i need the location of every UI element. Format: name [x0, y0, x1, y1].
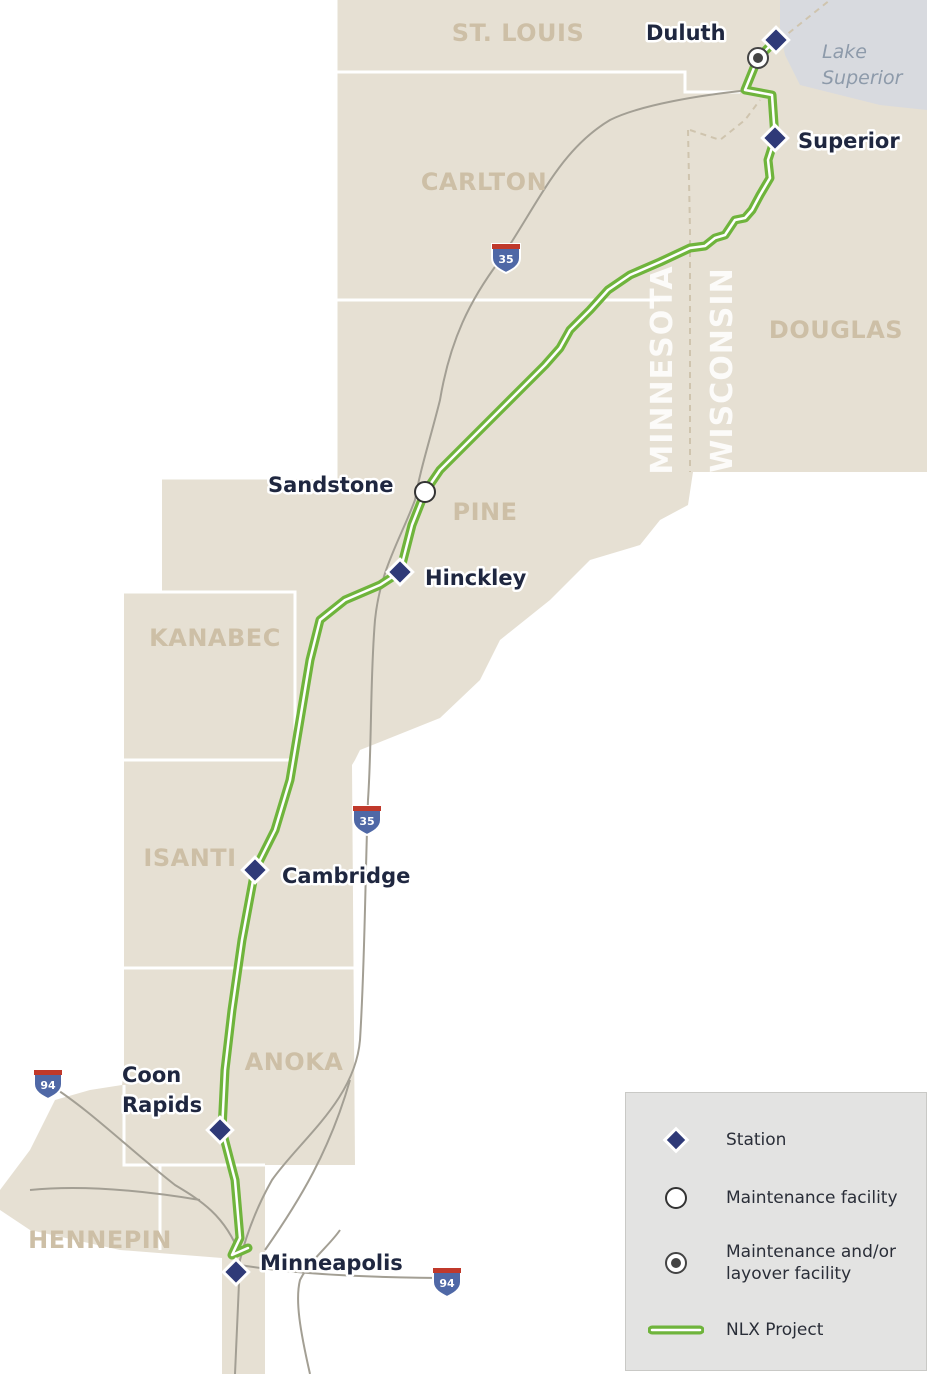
local-road-c [29, 1187, 201, 1201]
i35-south-shield-icon: 35 [352, 805, 382, 837]
legend-label-maintenance: Maintenance facility [726, 1188, 898, 1208]
sandstone-maintenance-facility-icon [414, 481, 436, 503]
lake-label-line1: Lake [822, 41, 867, 63]
city-label-cambridge: Cambridge [282, 864, 410, 888]
i35-north-shield-icon: 35 [491, 243, 521, 275]
duluth-layover-facility-icon [747, 47, 769, 69]
local-road-a [264, 1079, 351, 1251]
hinckley-station-diamond-icon [385, 557, 415, 587]
legend-item-layover: Maintenance and/or layover facility [626, 1241, 926, 1285]
nlx-route-line-icon [626, 1322, 726, 1338]
county-label-anoka: ANOKA [245, 1048, 344, 1076]
city-label-superior: Superior [798, 129, 900, 153]
i35-north-number: 35 [498, 253, 513, 266]
lake-label-line2: Superior [822, 67, 904, 89]
superior-station-diamond-icon [760, 123, 790, 153]
legend-label-layover: Maintenance and/or layover facility [726, 1242, 896, 1284]
i94-east-number: 94 [439, 1277, 455, 1290]
i35-south-number: 35 [359, 815, 374, 828]
county-label-st-louis: ST. LOUIS [452, 19, 585, 47]
legend-item-maintenance: Maintenance facility [626, 1183, 926, 1213]
legend-label-station: Station [726, 1130, 787, 1150]
station-diamond-icon [626, 1125, 726, 1155]
minneapolis-station-diamond-icon [221, 1257, 251, 1287]
county-label-isanti: ISANTI [143, 844, 236, 872]
city-label-hinckley: Hinckley [425, 566, 527, 590]
state-boundary [687, 0, 831, 472]
map-legend: Station Maintenance facility Maintenance… [625, 1092, 927, 1371]
legend-item-nlx: NLX Project [626, 1319, 926, 1341]
county-label-douglas: DOUGLAS [769, 316, 903, 344]
state-label-wisconsin: WISCONSIN [705, 267, 740, 472]
duluth-station-diamond-icon [761, 25, 791, 55]
state-label-minnesota: MINNESOTA [645, 265, 680, 474]
county-label-hennepin: HENNEPIN [28, 1226, 172, 1254]
i35-road [234, 89, 751, 1374]
maintenance-circle-icon [626, 1183, 726, 1213]
highways [29, 89, 751, 1374]
layover-circle-icon [626, 1248, 726, 1278]
legend-item-station: Station [626, 1125, 926, 1155]
city-label-coon-rapids-line1: Coon [122, 1063, 181, 1087]
i94-west-number: 94 [40, 1079, 56, 1092]
county-label-kanabec: KANABEC [149, 624, 281, 652]
i94-east-road [239, 1264, 461, 1279]
coon-rapids-station-diamond-icon [205, 1115, 235, 1145]
cambridge-station-diamond-icon [240, 855, 270, 885]
city-label-coon-rapids-line2: Rapids [122, 1093, 202, 1117]
legend-label-nlx: NLX Project [726, 1320, 824, 1340]
city-label-minneapolis: Minneapolis [260, 1251, 403, 1275]
county-label-pine: PINE [453, 498, 518, 526]
i94-east-shield-icon: 94 [432, 1267, 462, 1299]
city-label-duluth: Duluth [646, 21, 726, 45]
i94-west-shield-icon: 94 [33, 1069, 63, 1101]
county-label-carlton: CARLTON [421, 168, 547, 196]
county-boundaries [122, 0, 740, 1250]
city-label-sandstone: Sandstone [268, 473, 393, 497]
nlx-route [217, 35, 781, 1260]
local-road-b [297, 1229, 341, 1374]
lake-superior [780, 0, 927, 110]
i94-west-road [49, 1084, 241, 1256]
